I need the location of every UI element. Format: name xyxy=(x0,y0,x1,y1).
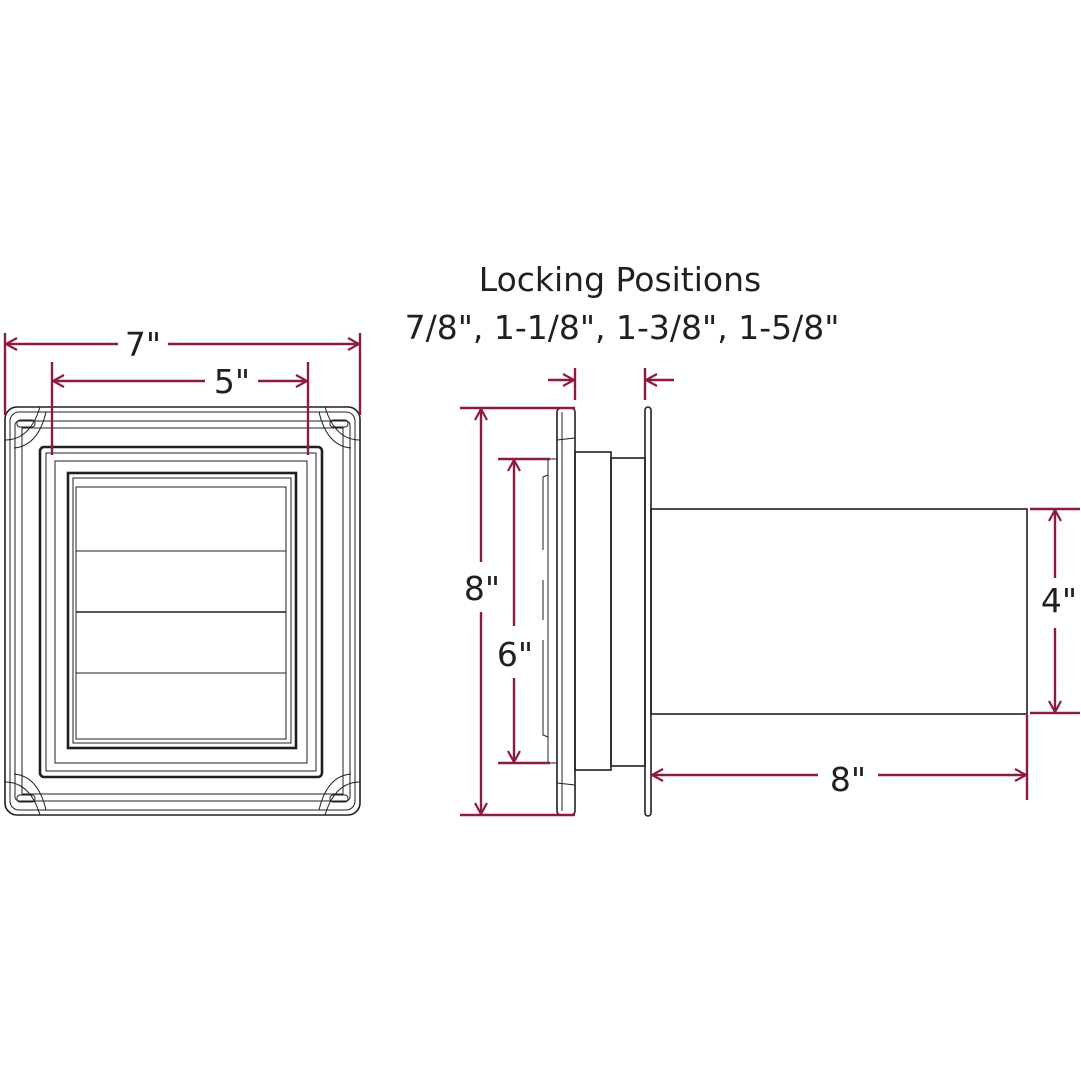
overall-height-label: 8" xyxy=(464,569,500,608)
duct-diameter-label: 4" xyxy=(1041,581,1077,620)
dimension-opening-width: 5" xyxy=(50,362,310,455)
dimension-opening-height: 6" xyxy=(497,457,550,765)
locking-position-arrows xyxy=(548,368,674,400)
locking-positions-values: 7/8", 1-1/8", 1-3/8", 1-5/8" xyxy=(405,308,840,347)
opening-width-label: 5" xyxy=(214,362,250,401)
duct-length-label: 8" xyxy=(830,760,866,799)
dimension-duct-length: 8" xyxy=(652,715,1029,800)
side-view xyxy=(542,406,1028,817)
dimension-overall-width: 7" xyxy=(3,325,362,415)
title-locking-positions: Locking Positions xyxy=(479,260,761,299)
opening-height-label: 6" xyxy=(497,635,533,674)
overall-width-label: 7" xyxy=(125,325,161,364)
dimension-overall-height: 8" xyxy=(460,406,575,817)
front-view xyxy=(4,406,361,816)
dimension-duct-diameter: 4" xyxy=(1030,507,1080,715)
